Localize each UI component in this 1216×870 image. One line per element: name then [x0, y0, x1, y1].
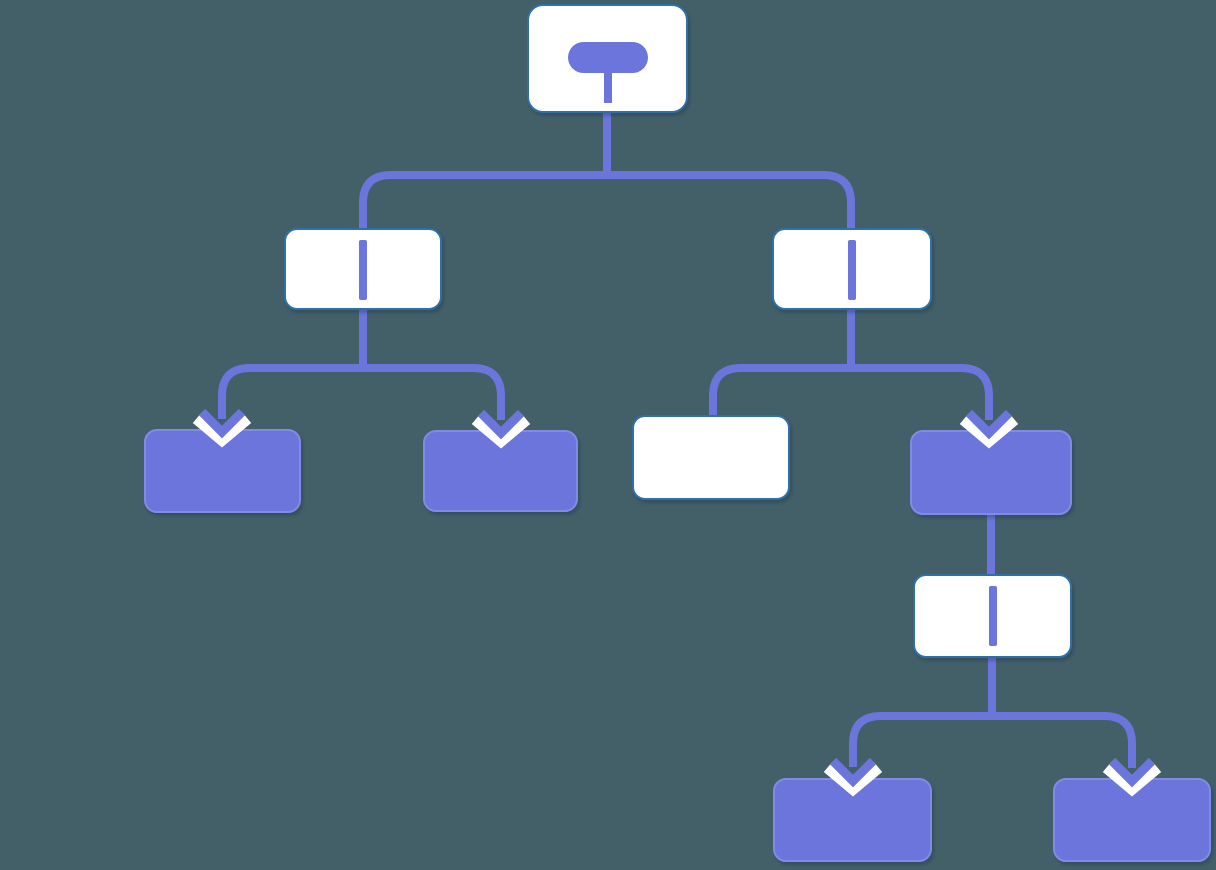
edge-split-top: [359, 171, 855, 231]
glyph-wrap: [286, 230, 440, 308]
edge-split-left: [218, 364, 505, 420]
glyph-wrap: [774, 230, 930, 308]
pill-icon: [567, 42, 648, 73]
branch-node-left[interactable]: [284, 228, 442, 310]
vertical-bar-icon: [359, 240, 367, 300]
branch-node-bottom[interactable]: [913, 574, 1072, 658]
vertical-bar-icon: [988, 586, 997, 646]
branch-node-right[interactable]: [772, 228, 932, 310]
chevron-arrowhead-4: [823, 757, 883, 797]
chevron-arrowhead-1: [192, 408, 252, 448]
chevron-arrowhead-5: [1102, 757, 1162, 797]
pill-stem: [603, 73, 612, 103]
root-node[interactable]: [527, 4, 688, 113]
empty-node[interactable]: [632, 415, 790, 500]
chevron-arrowhead-3: [959, 409, 1019, 449]
edge-split-bottom: [849, 712, 1136, 768]
edge-split-right: [709, 364, 993, 420]
vertical-bar-icon: [848, 240, 856, 300]
chevron-arrowhead-2: [471, 409, 531, 449]
pill-with-stem-icon: [529, 6, 686, 111]
glyph-wrap: [915, 576, 1070, 656]
